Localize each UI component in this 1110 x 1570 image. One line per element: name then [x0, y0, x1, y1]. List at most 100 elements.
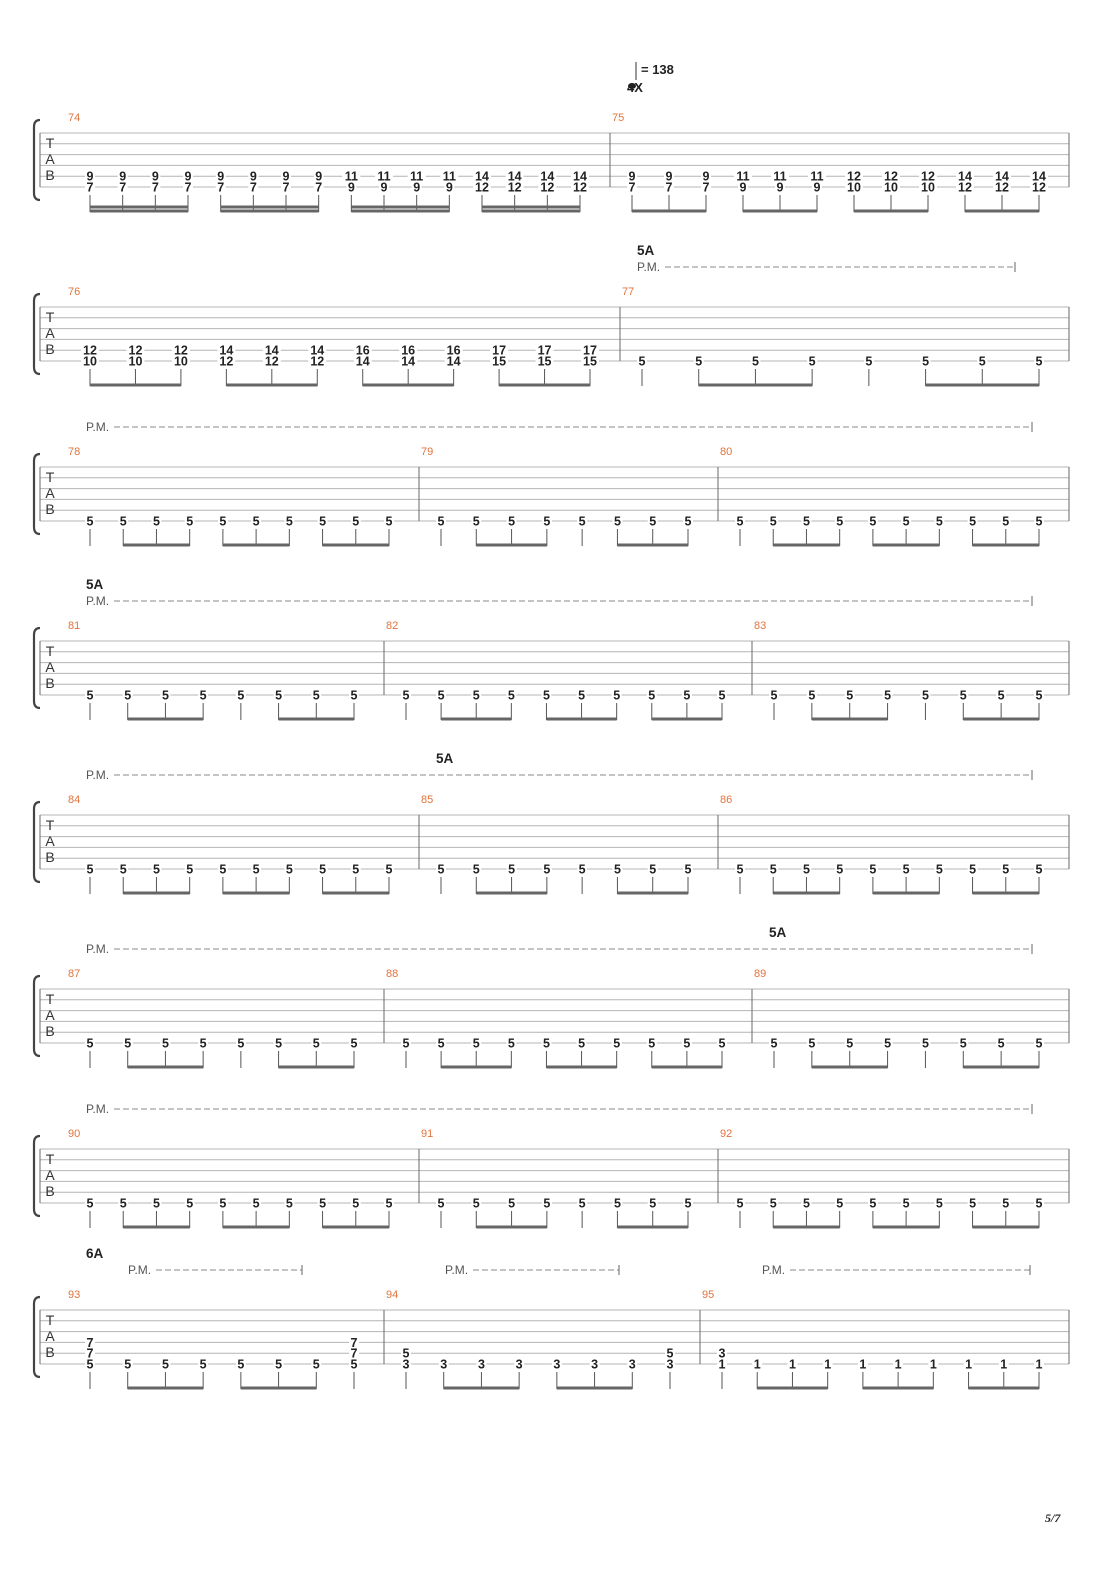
fret-bg	[471, 1037, 482, 1049]
fret-number: 5	[884, 689, 891, 703]
fret-bg	[444, 344, 463, 356]
fret-number: 5	[438, 515, 445, 529]
fret-number: 9	[87, 170, 94, 184]
fret-number: 5	[960, 1037, 967, 1051]
fret-bg	[867, 863, 878, 875]
fret-number: 5	[319, 515, 326, 529]
fret-number: 5	[614, 515, 621, 529]
fret-number: 5	[275, 1037, 282, 1051]
fret-number: 5	[846, 1037, 853, 1051]
fret-bg	[611, 1037, 622, 1049]
fret-number: 5	[737, 863, 744, 877]
fret-number: 5	[808, 1037, 815, 1051]
tab-clef-letter: A	[45, 485, 55, 501]
fret-bg	[407, 170, 426, 182]
fret-bg	[311, 1037, 322, 1049]
fret-bg	[85, 170, 95, 182]
fret-bg	[183, 181, 193, 193]
fret-number: 5	[87, 1358, 94, 1372]
fret-number: 5	[846, 689, 853, 703]
fret-number: 5	[543, 1037, 550, 1051]
measure-number: 81	[68, 620, 80, 632]
fret-bg	[541, 689, 552, 701]
fret-bg	[284, 1197, 295, 1209]
fret-number: 5	[771, 689, 778, 703]
measure-number: 78	[68, 446, 80, 458]
fret-bg	[769, 689, 779, 701]
fret-number: 5	[922, 355, 929, 369]
fret-number: 12	[847, 170, 861, 184]
tab-clef-letter: A	[45, 1328, 55, 1344]
measure-number: 94	[386, 1289, 398, 1301]
fret-bg	[1030, 170, 1048, 182]
fret-bg	[160, 689, 171, 701]
fret-number: 11	[377, 170, 390, 184]
fret-bg	[401, 1037, 411, 1049]
fret-number: 7	[283, 181, 290, 195]
fret-bg	[444, 181, 455, 193]
fret-number: 7	[351, 1336, 358, 1350]
fret-number: 15	[492, 355, 506, 369]
fret-number: 9	[703, 170, 710, 184]
fret-number: 5	[200, 689, 207, 703]
fret-number: 5	[579, 863, 586, 877]
fret-bg	[350, 515, 361, 527]
fret-number: 14	[475, 170, 489, 184]
measure-number: 84	[68, 794, 80, 806]
fret-number: 7	[185, 181, 192, 195]
tab-clef-letter: T	[46, 991, 55, 1007]
fret-bg	[444, 355, 463, 367]
fret-bg	[801, 515, 812, 527]
fret-number: 5	[319, 863, 326, 877]
fret-bg	[1034, 1358, 1044, 1370]
fret-bg	[150, 181, 161, 193]
fret-number: 1	[824, 1358, 831, 1372]
tab-clef-letter: B	[45, 849, 54, 865]
fret-number: 5	[719, 1037, 726, 1051]
fret-number: 5	[998, 689, 1005, 703]
fret-number: 5	[403, 1347, 410, 1361]
fret-number: 17	[492, 344, 506, 358]
fret-bg	[612, 1197, 623, 1209]
fret-number: 5	[543, 863, 550, 877]
section-marker: 5A	[86, 577, 104, 592]
fret-bg	[401, 1358, 411, 1370]
fret-bg	[701, 181, 711, 193]
tab-clef-letter: T	[46, 817, 55, 833]
fret-bg	[998, 1358, 1009, 1370]
fret-number: 10	[174, 355, 188, 369]
measure-number: 91	[421, 1128, 433, 1140]
fret-number: 5	[737, 1197, 744, 1211]
fret-number: 11	[410, 170, 423, 184]
palm-mute-label: P.M.	[128, 1263, 151, 1277]
fret-number: 14	[508, 170, 522, 184]
fret-number: 11	[443, 170, 456, 184]
fret-number: 5	[1036, 515, 1043, 529]
fret-number: 5	[936, 1197, 943, 1211]
fret-bg	[438, 1358, 449, 1370]
fret-number: 9	[315, 170, 322, 184]
fret-bg	[538, 181, 557, 193]
fret-bg	[683, 1197, 693, 1209]
fret-number: 12	[884, 170, 898, 184]
fret-bg	[217, 355, 236, 367]
fret-number: 5	[386, 515, 393, 529]
fret-bg	[215, 170, 226, 182]
fret-number: 5	[543, 689, 550, 703]
fret-number: 1	[754, 1358, 761, 1372]
fret-bg	[681, 689, 692, 701]
palm-mute-label: P.M.	[762, 1263, 785, 1277]
fret-bg	[184, 863, 195, 875]
fret-number: 5	[1036, 1037, 1043, 1051]
fret-bg	[251, 863, 262, 875]
fret-number: 5	[639, 355, 646, 369]
fret-number: 9	[740, 181, 747, 195]
fret-number: 7	[703, 181, 710, 195]
measure-number: 92	[720, 1128, 732, 1140]
fret-bg	[184, 1197, 195, 1209]
fret-number: 3	[440, 1358, 447, 1372]
fret-bg	[350, 1197, 361, 1209]
